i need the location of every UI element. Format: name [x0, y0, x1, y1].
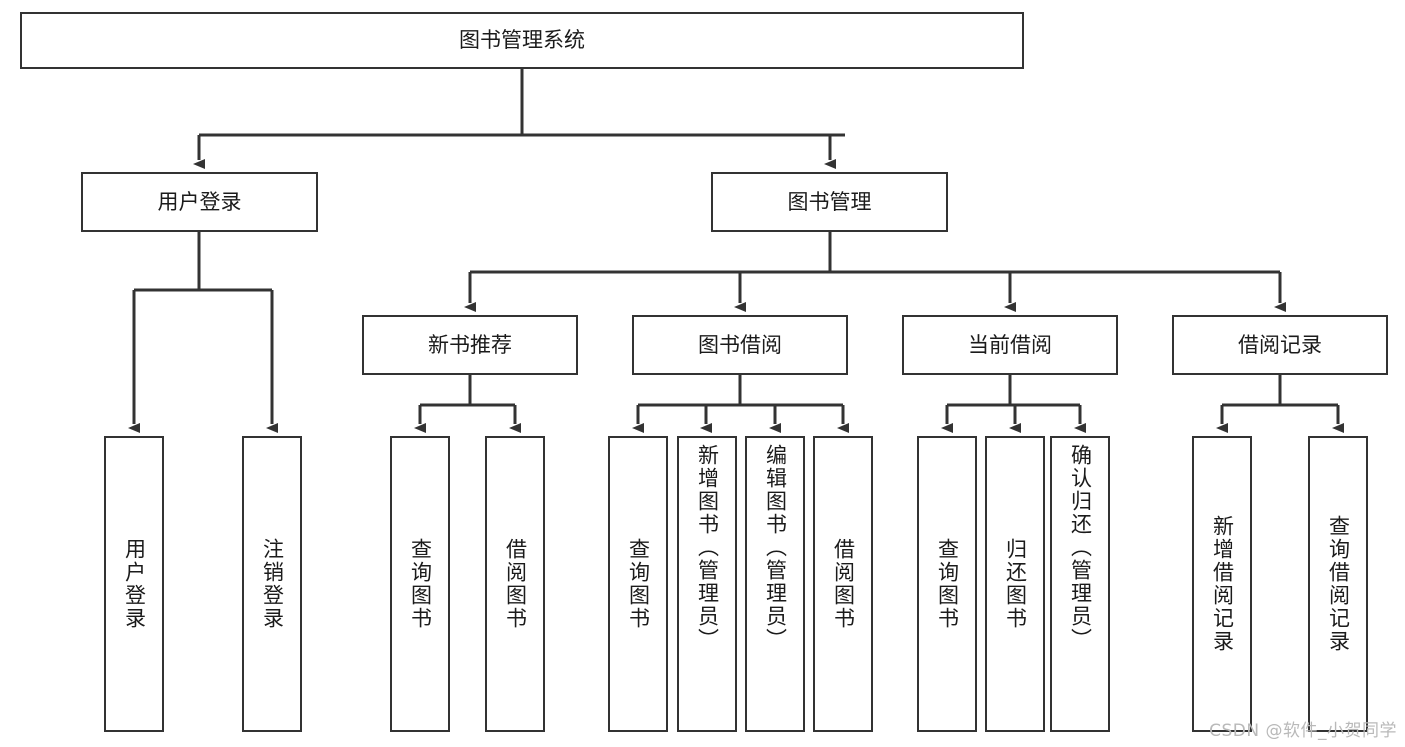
- node-user-login[interactable]: 用户登录: [81, 172, 318, 232]
- node-leaf-return-book[interactable]: 归还图书: [985, 436, 1045, 732]
- node-label: 编辑图书（管理员）: [763, 444, 788, 651]
- node-label: 用户登录: [122, 538, 147, 630]
- node-leaf-logout-login[interactable]: 注销登录: [242, 436, 302, 732]
- node-leaf-query-book-1[interactable]: 查询图书: [390, 436, 450, 732]
- node-label: 当前借阅: [968, 332, 1052, 357]
- node-label: 图书管理: [787, 189, 872, 214]
- node-book-management[interactable]: 图书管理: [711, 172, 948, 232]
- watermark: CSDN @软件_小贺同学: [1209, 721, 1397, 741]
- node-leaf-query-book-2[interactable]: 查询图书: [608, 436, 668, 732]
- node-label: 图书借阅: [698, 332, 782, 357]
- node-leaf-borrow-book-2[interactable]: 借阅图书: [813, 436, 873, 732]
- node-leaf-edit-book[interactable]: 编辑图书（管理员）: [745, 436, 805, 732]
- node-new-book-recommend[interactable]: 新书推荐: [362, 315, 578, 375]
- node-label: 借阅记录: [1238, 332, 1322, 357]
- node-label: 用户登录: [157, 189, 242, 214]
- node-label: 新增借阅记录: [1210, 515, 1235, 653]
- node-current-borrow[interactable]: 当前借阅: [902, 315, 1118, 375]
- node-label: 确认归还（管理员）: [1068, 444, 1093, 651]
- node-leaf-borrow-book-1[interactable]: 借阅图书: [485, 436, 545, 732]
- node-label: 借阅图书: [503, 538, 528, 630]
- node-label: 查询图书: [935, 538, 960, 630]
- node-label: 注销登录: [260, 538, 285, 630]
- node-borrow-record[interactable]: 借阅记录: [1172, 315, 1388, 375]
- node-leaf-query-borrow-record[interactable]: 查询借阅记录: [1308, 436, 1368, 732]
- node-leaf-add-book[interactable]: 新增图书（管理员）: [677, 436, 737, 732]
- node-label: 新增图书（管理员）: [695, 444, 720, 651]
- node-leaf-query-book-3[interactable]: 查询图书: [917, 436, 977, 732]
- node-label: 借阅图书: [831, 538, 856, 630]
- node-leaf-user-login[interactable]: 用户登录: [104, 436, 164, 732]
- node-label: 查询图书: [408, 538, 433, 630]
- node-label: 归还图书: [1003, 538, 1028, 630]
- node-leaf-confirm-return[interactable]: 确认归还（管理员）: [1050, 436, 1110, 732]
- node-label: 新书推荐: [428, 332, 512, 357]
- node-leaf-add-borrow-record[interactable]: 新增借阅记录: [1192, 436, 1252, 732]
- node-label: 查询借阅记录: [1326, 515, 1351, 653]
- node-book-borrow[interactable]: 图书借阅: [632, 315, 848, 375]
- node-label: 图书管理系统: [459, 28, 585, 53]
- node-label: 查询图书: [626, 538, 651, 630]
- node-root-system[interactable]: 图书管理系统: [20, 12, 1024, 69]
